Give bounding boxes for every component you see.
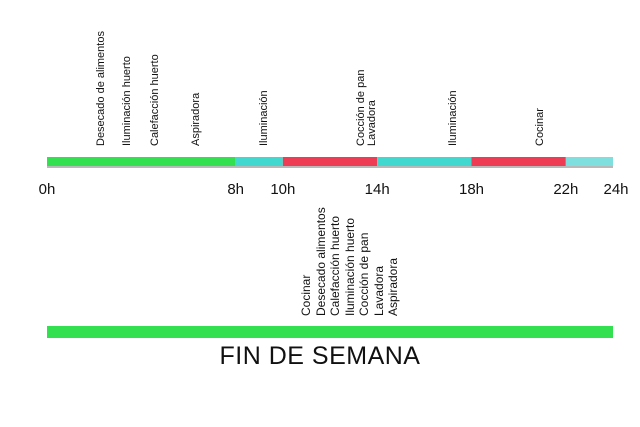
weekday-label: Cocinar (533, 108, 546, 146)
weekend-bar (47, 326, 613, 338)
hour-tick-label: 14h (364, 181, 390, 198)
hour-tick-label: 24h (603, 181, 629, 198)
weekday-label: Desecado de alimentos (95, 31, 108, 146)
timeline-segment-2 (282, 157, 378, 168)
hour-tick-label: 0h (38, 181, 56, 198)
hour-tick-label: 8h (227, 181, 244, 198)
weekend-label: Calefacción huerto (328, 215, 342, 316)
hour-tick-label: 22h (553, 181, 579, 198)
weekend-label: Cocinar (299, 274, 313, 316)
weekday-label: Lavadora (366, 100, 379, 146)
timeline-segment-0 (47, 157, 236, 168)
weekend-title: FIN DE SEMANA (219, 342, 421, 370)
weekend-label: Lavadora (371, 265, 386, 316)
weekday-label: Cocción de pan (354, 69, 367, 146)
weekday-label: Iluminación (257, 90, 270, 146)
weekday-label: Iluminación (446, 90, 459, 146)
weekend-label: Iluminación huerto (342, 217, 357, 316)
timeline-segment-4 (471, 157, 566, 168)
hour-tick-label: 10h (270, 181, 296, 198)
timeline-segment-1 (235, 157, 283, 168)
weekend-label: Cocción de pan (357, 232, 371, 316)
weekday-label: Aspiradora (189, 92, 202, 146)
weekday-label: Iluminación huerto (121, 56, 134, 146)
timeline-baseline (47, 166, 613, 168)
weekday-timeline (47, 157, 613, 168)
weekday-label: Calefacción huerto (149, 54, 162, 146)
timeline-segment-5 (565, 157, 613, 168)
weekend-label: Aspiradora (386, 257, 400, 316)
timeline-segment-3 (377, 157, 472, 168)
weekend-label: Desecado alimentos (313, 207, 328, 316)
hour-tick-label: 18h (458, 181, 485, 198)
